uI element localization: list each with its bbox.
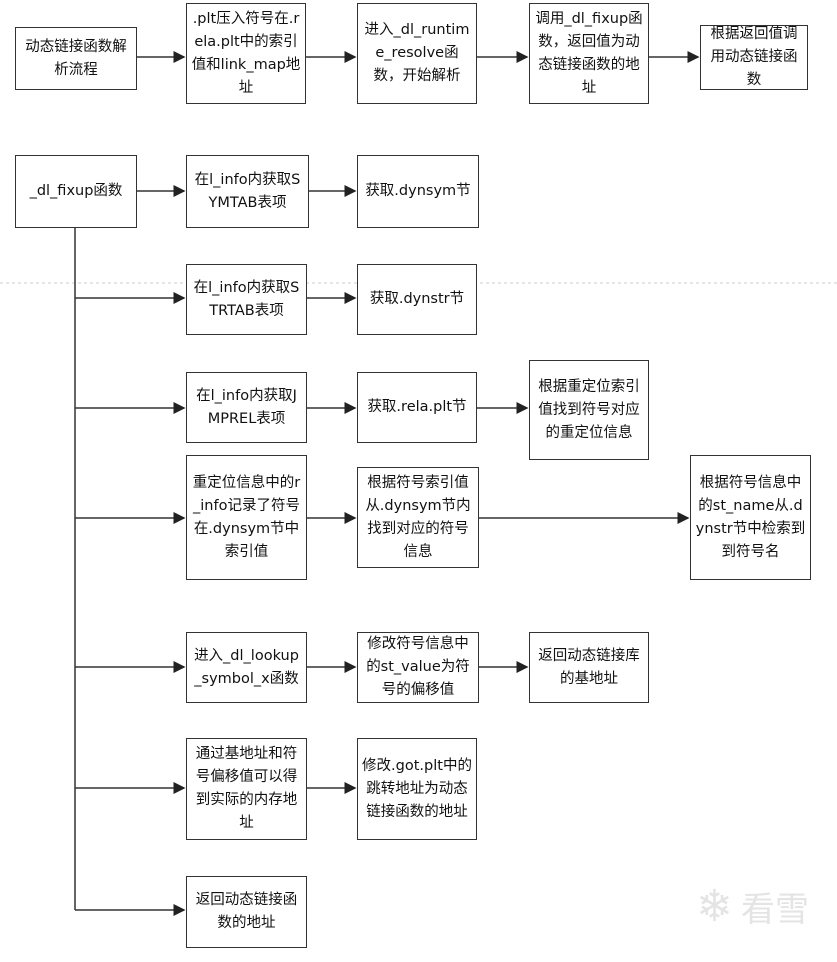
st-name-box: 根据符号信息中的st_name从.dynstr节中检索到到符号名: [690, 455, 811, 580]
reloc-info-box: 根据重定位索引值找到符号对应的重定位信息: [529, 360, 649, 460]
symtab-box: 在l_info内获取SYMTAB表项: [186, 155, 309, 228]
real-addr-box: 通过基地址和符号偏移值可以得到实际的内存地址: [186, 738, 307, 840]
return-addr-box: 返回动态链接函数的地址: [186, 876, 307, 948]
jmprel-box: 在l_info内获取JMPREL表项: [186, 372, 307, 443]
step-plt-push-box: .plt压入符号在.rela.plt中的索引值和link_map地址: [186, 3, 306, 104]
fixup-root-box: _dl_fixup函数: [15, 155, 137, 228]
st-value-box: 修改符号信息中的st_value为符号的偏移值: [357, 632, 479, 703]
snowflake-icon: ❄: [696, 881, 733, 932]
lookup-box: 进入_dl_lookup_symbol_x函数: [186, 632, 307, 703]
base-addr-box: 返回动态链接库的基地址: [529, 632, 649, 703]
r-info-box: 重定位信息中的r_info记录了符号在.dynsym节中索引值: [186, 455, 307, 580]
relaplt-box: 获取.rela.plt节: [357, 372, 477, 443]
strtab-box: 在l_info内获取STRTAB表项: [186, 264, 307, 335]
watermark-text: 看雪: [741, 890, 809, 930]
dynsym-box: 获取.dynsym节: [357, 155, 479, 228]
sym-info-box: 根据符号索引值从.dynsym节内找到对应的符号信息: [357, 467, 479, 568]
step-call-fixup-box: 调用_dl_fixup函数，返回值为动态链接函数的地址: [529, 3, 649, 104]
dynstr-box: 获取.dynstr节: [357, 264, 477, 335]
watermark: ❄ 看雪: [696, 881, 809, 932]
got-plt-box: 修改.got.plt中的跳转地址为动态链接函数的地址: [357, 738, 477, 840]
flow-title-box: 动态链接函数解析流程: [15, 27, 137, 90]
step-call-function-box: 根据返回值调用动态链接函数: [700, 25, 808, 90]
step-runtime-resolve-box: 进入_dl_runtime_resolve函数，开始解析: [357, 3, 477, 104]
